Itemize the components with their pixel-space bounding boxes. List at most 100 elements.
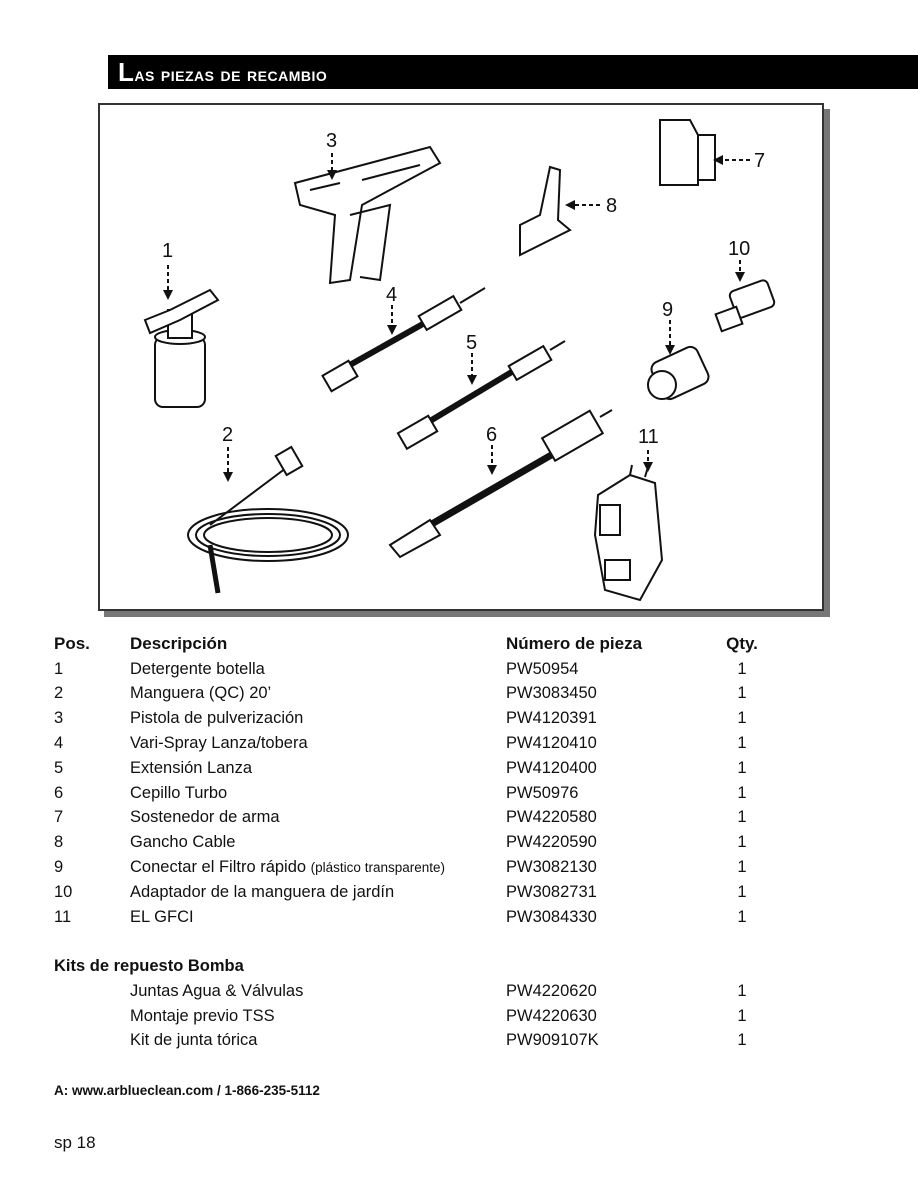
row-part: PW3084330	[506, 907, 597, 926]
kit-pos	[54, 1029, 130, 1054]
kit-pos	[54, 979, 130, 1004]
gfci-illustration	[593, 464, 664, 602]
kit-part: PW4220620	[506, 981, 597, 1000]
turbo-brush-illustration	[388, 409, 613, 559]
row-desc-text: Detergente botella	[130, 659, 265, 678]
row-desc-text: Manguera (QC) 20’	[130, 684, 272, 703]
header-qty: Qty.	[726, 634, 758, 654]
kit-part: PW4220630	[506, 1006, 597, 1025]
kit-part: PW909107K	[506, 1031, 599, 1050]
callout-4: 4	[386, 284, 397, 306]
detergent-bottle-illustration	[143, 288, 220, 408]
row-desc-text: Pistola de pulverización	[130, 709, 304, 728]
row-part: PW4120391	[506, 709, 597, 728]
row-qty: 1	[737, 907, 747, 926]
quick-connect-filter-illustration	[647, 345, 710, 401]
callout-2: 2	[222, 424, 233, 446]
header-desc: Descripción	[130, 634, 228, 654]
kit-qty: 1	[737, 1006, 747, 1025]
row-desc: Detergente botella	[130, 657, 506, 682]
row-pos: 10	[54, 882, 73, 901]
row-desc: Conectar el Filtro rápido (plástico tran…	[130, 855, 506, 880]
table-row: Montaje previo TSS PW4220630 1	[54, 1004, 772, 1029]
row-pos: 7	[54, 808, 64, 827]
row-desc-text: Conectar el Filtro rápido	[130, 858, 311, 877]
row-pos: 1	[54, 659, 64, 678]
row-desc: Manguera (QC) 20’	[130, 682, 506, 707]
gun-holder-illustration	[659, 119, 716, 186]
row-qty: 1	[737, 684, 747, 703]
kit-pos	[54, 1004, 130, 1029]
row-desc-text: Gancho Cable	[130, 833, 236, 852]
callout-11: 11	[638, 426, 659, 448]
callout-8: 8	[606, 195, 617, 217]
callout-6: 6	[486, 424, 497, 446]
header-part: Número de pieza	[506, 634, 643, 654]
parts-diagram: 1 2 3 4 5 6 7 8 9 10 11	[98, 103, 824, 611]
row-part: PW4220590	[506, 833, 597, 852]
row-qty: 1	[737, 659, 747, 678]
table-row: 2 Manguera (QC) 20’ PW3083450 1	[54, 682, 772, 707]
row-part: PW50976	[506, 783, 579, 802]
row-part: PW4220580	[506, 808, 597, 827]
row-pos: 3	[54, 709, 64, 728]
table-row: 1 Detergente botella PW50954 1	[54, 657, 772, 682]
garden-hose-adapter-illustration	[714, 279, 776, 333]
kit-desc: Juntas Agua & Válvulas	[130, 981, 304, 1000]
callout-5: 5	[466, 332, 477, 354]
row-qty: 1	[737, 858, 747, 877]
table-row: 8 Gancho Cable PW4220590 1	[54, 830, 772, 855]
row-qty: 1	[737, 758, 747, 777]
row-desc-note: (plástico transparente)	[310, 860, 445, 876]
table-row: 5 Extensión Lanza PW4120400 1	[54, 756, 772, 781]
row-desc-text: Sostenedor de arma	[130, 808, 280, 827]
kit-qty: 1	[737, 1031, 747, 1050]
row-pos: 2	[54, 684, 64, 703]
row-desc: Vari-Spray Lanza/tobera	[130, 731, 506, 756]
parts-table-header: Pos. Descripción Número de pieza Qty.	[54, 632, 772, 657]
row-desc: EL GFCI	[130, 905, 506, 930]
kit-desc: Montaje previo TSS	[130, 1006, 275, 1025]
section-title-rest: as piezas de recambio	[134, 64, 328, 86]
row-desc: Pistola de pulverización	[130, 706, 506, 731]
vari-spray-lance-illustration	[321, 287, 486, 393]
row-pos: 9	[54, 858, 64, 877]
row-pos: 4	[54, 734, 64, 753]
parts-table: Pos. Descripción Número de pieza Qty. 1 D…	[54, 632, 772, 930]
row-desc: Sostenedor de arma	[130, 806, 506, 831]
row-part: PW3082731	[506, 882, 597, 901]
section-title-initial: L	[118, 57, 135, 87]
contact-info: A: www.arblueclean.com / 1-866-235-5112	[54, 1083, 320, 1098]
callout-7: 7	[754, 150, 765, 172]
row-part: PW3083450	[506, 684, 597, 703]
row-desc-text: Vari-Spray Lanza/tobera	[130, 734, 308, 753]
row-desc-text: Adaptador de la manguera de jardín	[130, 882, 395, 901]
row-qty: 1	[737, 833, 747, 852]
row-part: PW50954	[506, 659, 579, 678]
row-desc-text: EL GFCI	[130, 907, 194, 926]
table-row: Juntas Agua & Válvulas PW4220620 1	[54, 979, 772, 1004]
row-pos: 8	[54, 833, 64, 852]
hose-illustration	[187, 445, 349, 594]
table-row: 11 EL GFCI PW3084330 1	[54, 905, 772, 930]
row-part: PW4120410	[506, 734, 597, 753]
row-desc: Gancho Cable	[130, 830, 506, 855]
table-row: 10 Adaptador de la manguera de jardín PW30…	[54, 880, 772, 905]
row-pos: 5	[54, 758, 64, 777]
row-desc-text: Extensión Lanza	[130, 758, 253, 777]
parts-diagram-svg: 1 2 3 4 5 6 7 8 9 10 11	[143, 119, 776, 602]
row-part: PW3082130	[506, 858, 597, 877]
callout-3: 3	[326, 130, 337, 152]
row-desc: Cepillo Turbo	[130, 781, 506, 806]
row-pos: 11	[54, 907, 72, 926]
cable-hook-illustration	[519, 165, 572, 257]
kit-qty: 1	[737, 981, 747, 1000]
kits-title: Kits de repuesto Bomba	[54, 957, 244, 975]
row-part: PW4120400	[506, 758, 597, 777]
callout-9: 9	[662, 299, 673, 321]
